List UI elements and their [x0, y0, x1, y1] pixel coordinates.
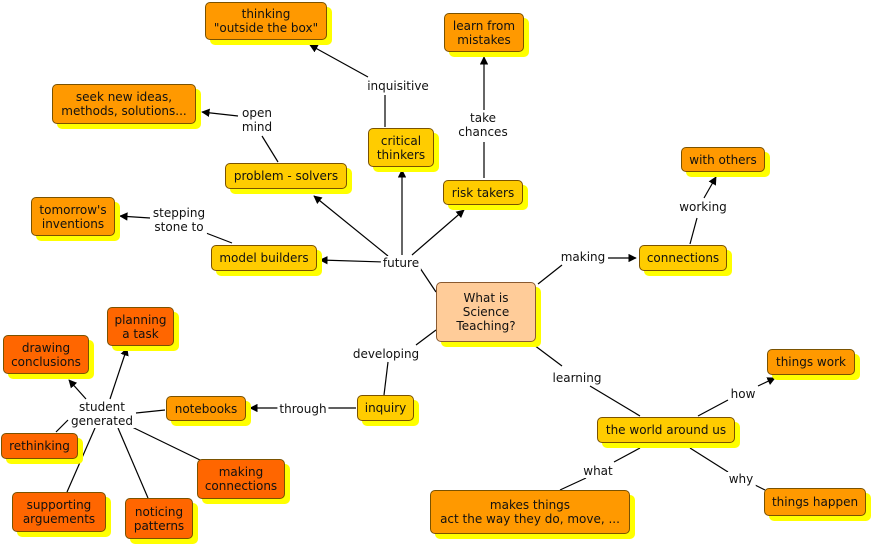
link-label-developing: developing	[350, 347, 422, 361]
concept-learn-from-mistakes[interactable]: learn from mistakes	[444, 13, 524, 52]
link-label-why: why	[726, 472, 756, 486]
concept-connections[interactable]: connections	[639, 245, 727, 271]
concept-makes-things-act[interactable]: makes things act the way they do, move, …	[430, 490, 630, 534]
concept-rethinking[interactable]: rethinking	[1, 433, 78, 459]
link-label-making: making	[558, 250, 608, 264]
concept-supporting-arguements[interactable]: supporting arguements	[12, 492, 106, 532]
concept-things-happen[interactable]: things happen	[764, 488, 866, 516]
link-label-stepping-stone-to: stepping stone to	[150, 206, 208, 234]
concept-tomorrows-inventions[interactable]: tomorrow's inventions	[31, 197, 115, 236]
concept-risk-takers[interactable]: risk takers	[443, 180, 523, 205]
link-label-inquisitive: inquisitive	[365, 79, 431, 93]
link-label-how: how	[728, 387, 758, 401]
link-label-through: through	[277, 402, 329, 416]
concept-seek-new-ideas[interactable]: seek new ideas, methods, solutions...	[52, 84, 196, 124]
link-label-take-chances: take chances	[456, 111, 510, 139]
concept-things-work[interactable]: things work	[767, 349, 855, 375]
concept-critical-thinkers[interactable]: critical thinkers	[368, 128, 434, 167]
concept-notebooks[interactable]: notebooks	[166, 396, 246, 421]
concept-thinking-outside-the-box[interactable]: thinking "outside the box"	[205, 2, 327, 40]
link-label-learning: learning	[550, 371, 604, 385]
concept-drawing-conclusions[interactable]: drawing conclusions	[3, 335, 89, 374]
concept-inquiry[interactable]: inquiry	[357, 395, 414, 421]
link-label-future: future	[380, 256, 422, 270]
link-label-what: what	[581, 464, 615, 478]
concept-problem-solvers[interactable]: problem - solvers	[225, 163, 347, 189]
concept-making-connections[interactable]: making connections	[197, 459, 285, 499]
link-label-working: working	[677, 200, 729, 214]
concept-with-others[interactable]: with others	[681, 147, 765, 172]
concept-planning-a-task[interactable]: planning a task	[107, 307, 174, 346]
link-label-open-mind: open mind	[239, 106, 275, 134]
concept-the-world-around-us[interactable]: the world around us	[597, 417, 735, 443]
link-label-student-generated: student generated	[69, 400, 135, 428]
concept-noticing-patterns[interactable]: noticing patterns	[125, 498, 193, 539]
concept-what-is-science-teaching[interactable]: What is Science Teaching?	[436, 282, 536, 342]
concept-model-builders[interactable]: model builders	[211, 245, 317, 271]
